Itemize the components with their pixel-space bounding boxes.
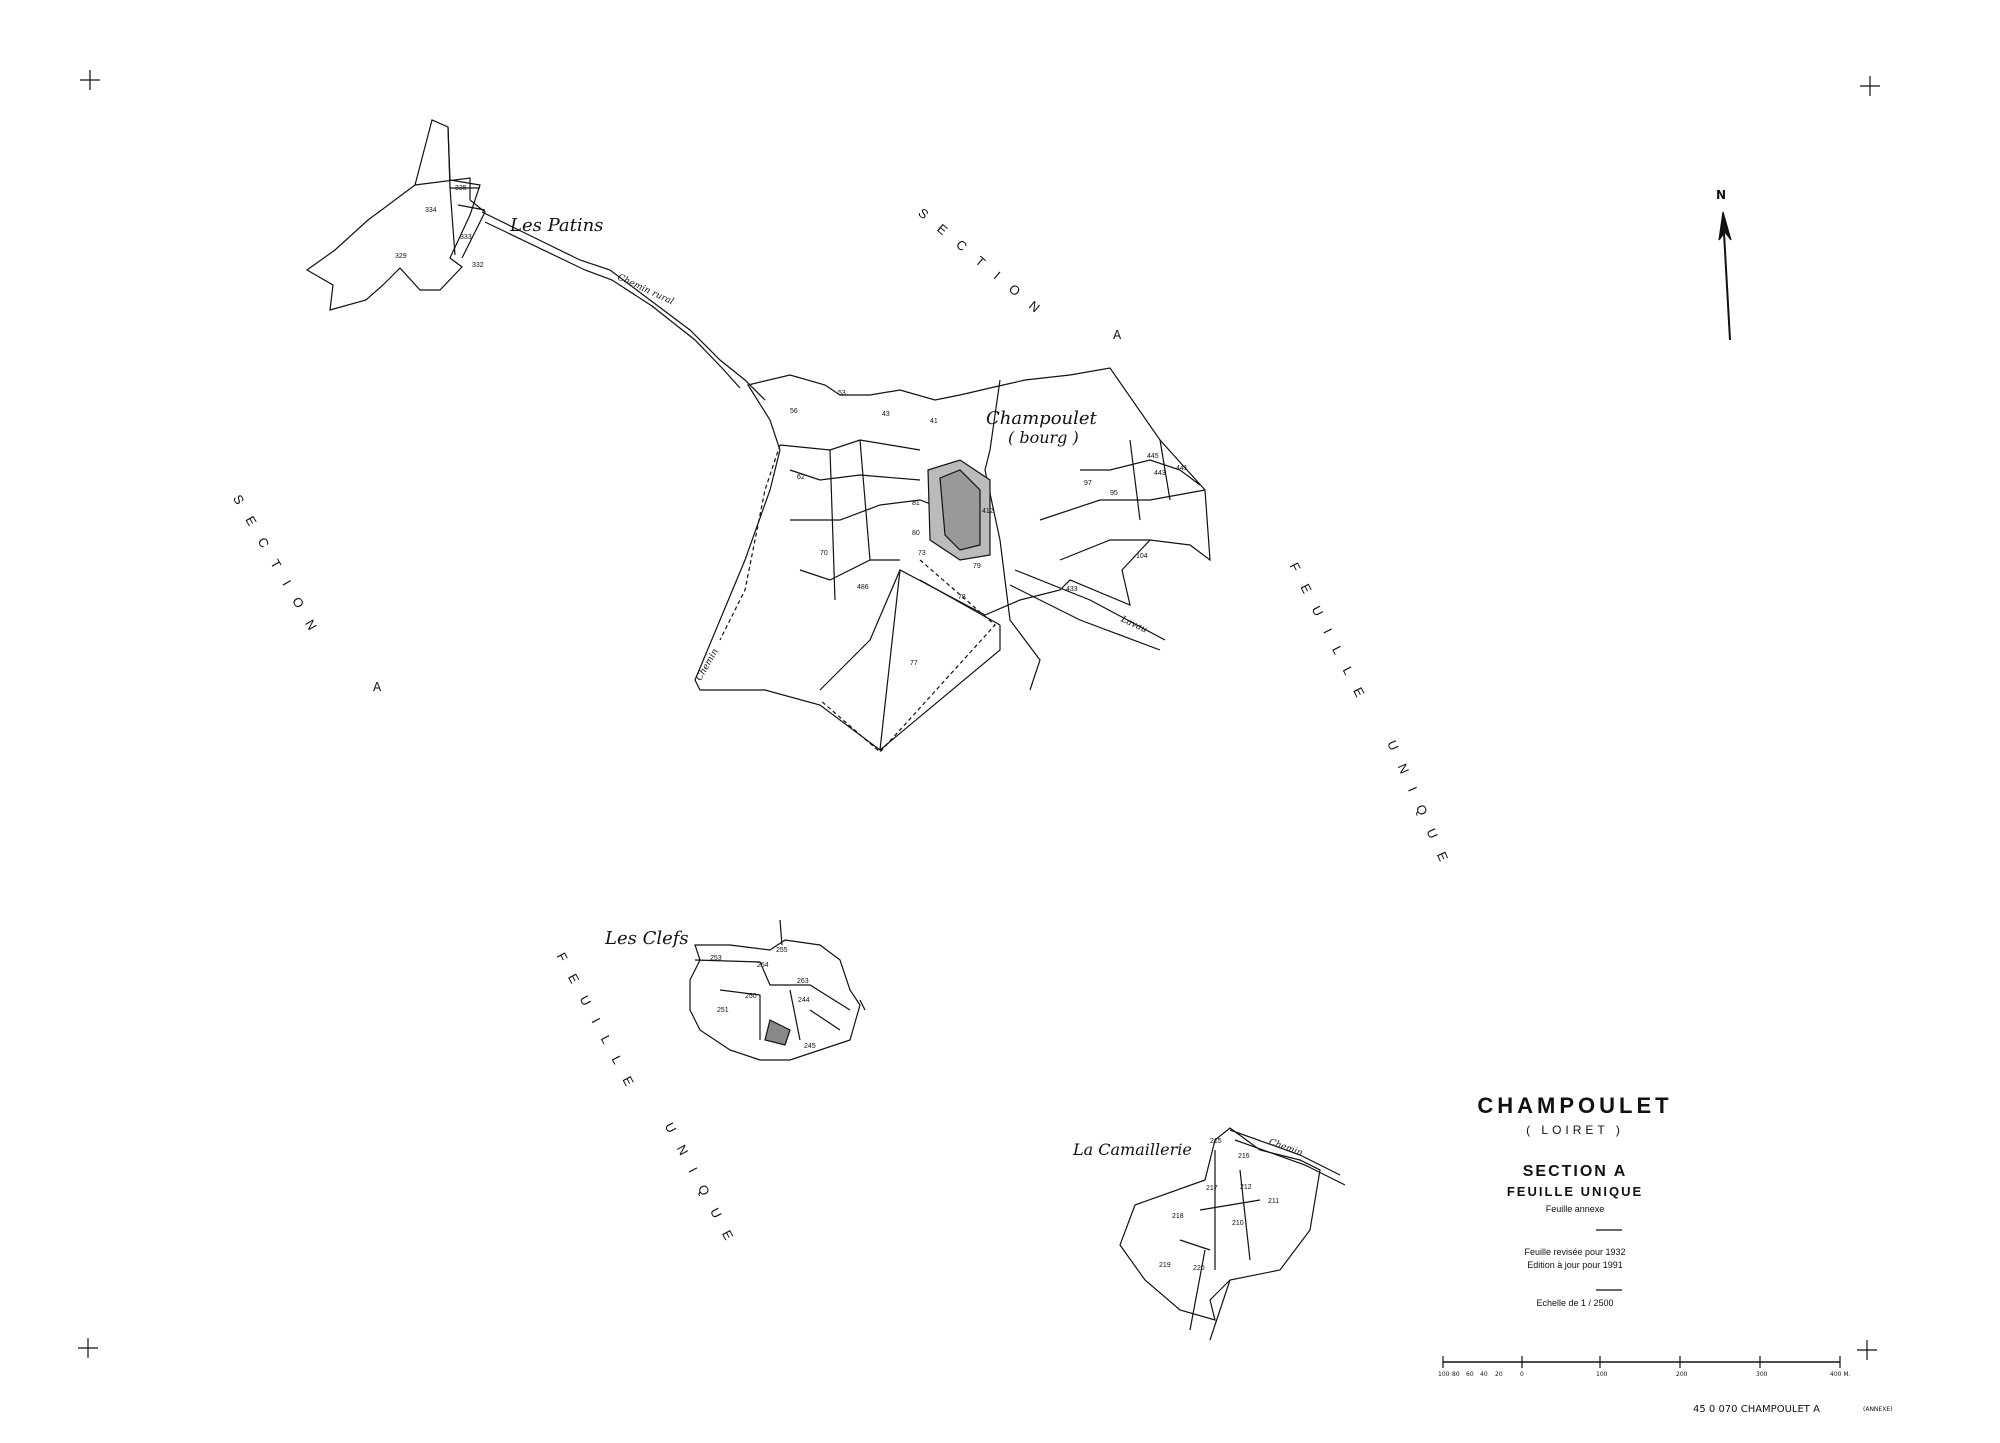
parcel-number: 220 (1193, 1265, 1205, 1272)
parcel-number: 79 (973, 563, 981, 570)
parcel-number: 217 (1206, 1185, 1218, 1192)
place-la-camaillerie: La Camaillerie (1073, 1140, 1192, 1159)
parcel-number: 443 (1154, 470, 1166, 477)
parcel-number: 250 (745, 993, 757, 1000)
parcel-number: 332 (472, 262, 484, 269)
scale-tick: 0 (1520, 1371, 1524, 1378)
place-champoulet: Champoulet (986, 408, 1097, 429)
scale-tick: 200 (1676, 1371, 1688, 1378)
cartouche-commune: CHAMPOULET (1477, 1093, 1673, 1118)
bourg-parcels (694, 367, 1211, 752)
parcel-number: 53 (838, 390, 846, 397)
parcel-number: 97 (1084, 480, 1092, 487)
scale-tick: 300 (1756, 1371, 1768, 1378)
parcel-number: 412 (982, 508, 994, 515)
parcel-number: 43 (882, 411, 890, 418)
registration-marks (78, 70, 1880, 1360)
dashed-boundaries (719, 444, 996, 753)
parcel-number: 216 (1238, 1153, 1250, 1160)
parcel-number: 255 (776, 947, 788, 954)
parcel-number: 80 (912, 530, 920, 537)
parcel-number: 211 (1268, 1198, 1280, 1205)
les-clefs-parcels (689, 919, 866, 1061)
parcel-number: 334 (425, 207, 437, 214)
place-bourg: ( bourg ) (1008, 428, 1079, 447)
parcel-number: 263 (797, 978, 809, 985)
parcel-number: 81 (912, 500, 920, 507)
cartouche-revisee: Feuille revisée pour 1932 (1524, 1247, 1626, 1257)
map-reference: 45 0 070 CHAMPOULET A (1693, 1404, 1820, 1415)
parcel-number: 77 (910, 660, 918, 667)
parcel-number: 56 (790, 408, 798, 415)
parcel-number: 441 (1176, 465, 1188, 472)
parcel-number: 210 (1232, 1220, 1244, 1227)
parcel-number: 433 (1066, 586, 1078, 593)
scale-tick: 100 (1438, 1371, 1450, 1378)
parcel-number: 253 (710, 955, 722, 962)
map-reference-annexe: (ANNEXE) (1863, 1406, 1893, 1413)
parcel-number: 335 (455, 185, 467, 192)
parcel-number: 104 (1136, 553, 1148, 560)
les-patins-parcels (305, 119, 766, 401)
parcel-number: 245 (804, 1043, 816, 1050)
parcel-number: 95 (1110, 490, 1118, 497)
section-a-left: A (373, 680, 382, 694)
place-les-clefs: Les Clefs (605, 928, 689, 949)
parcel-number: 329 (395, 253, 407, 260)
scale-tick: 20 (1495, 1371, 1503, 1378)
parcel-number: 445 (1147, 453, 1159, 460)
cartouche-section: SECTION A (1522, 1163, 1628, 1180)
parcel-number: 254 (757, 962, 769, 969)
north-arrow (1718, 211, 1732, 341)
scale-tick: 100 (1596, 1371, 1608, 1378)
place-les-patins: Les Patins (510, 215, 604, 236)
parcel-number: 333 (460, 234, 472, 241)
parcel-number: 218 (1172, 1213, 1184, 1220)
cartouche-feuille: FEUILLE UNIQUE (1506, 1184, 1644, 1199)
parcel-number: 215 (1210, 1138, 1222, 1145)
parcel-number: 212 (1240, 1184, 1252, 1191)
parcel-number: 244 (798, 997, 810, 1004)
parcel-number: 41 (930, 418, 938, 425)
scale-tick: 80 (1452, 1371, 1460, 1378)
parcel-number: 486 (857, 584, 869, 591)
parcel-number: 251 (717, 1007, 729, 1014)
cartouche-echelle: Echelle de 1 / 2500 (1536, 1298, 1614, 1308)
scale-tick: 60 (1466, 1371, 1474, 1378)
cartouche-annexe: Feuille annexe (1545, 1204, 1605, 1214)
parcel-number: 78 (958, 594, 966, 601)
scale-tick: 40 (1480, 1371, 1488, 1378)
cartouche-department: ( LOIRET ) (1526, 1123, 1624, 1137)
cartouche-rules (1596, 1229, 1622, 1291)
parcel-number: 62 (797, 474, 805, 481)
parcel-number: 70 (820, 550, 828, 557)
parcel-number: 73 (918, 550, 926, 557)
cartouche-edition: Edition à jour pour 1991 (1527, 1260, 1623, 1270)
scale-bar (1442, 1356, 1841, 1368)
la-camaillerie-parcels (1119, 1127, 1346, 1341)
scale-tick: 400 M. (1830, 1371, 1851, 1378)
north-letter: N (1716, 188, 1727, 202)
parcel-number: 219 (1159, 1262, 1171, 1269)
section-a-top: A (1113, 328, 1122, 342)
